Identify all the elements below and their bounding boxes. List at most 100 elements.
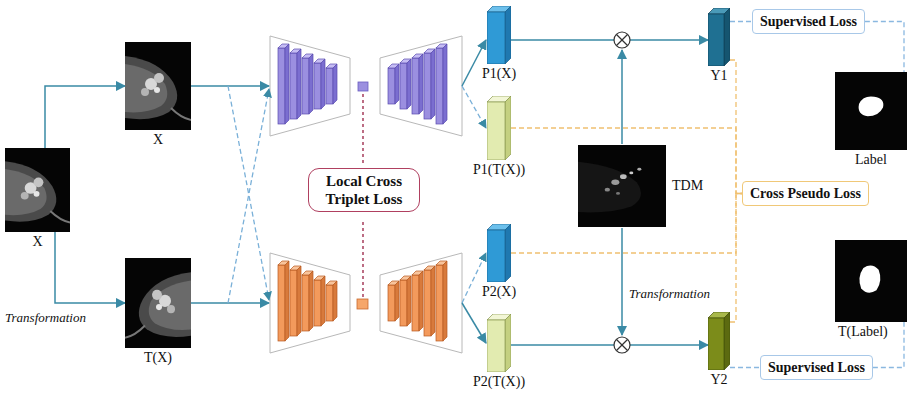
- network-layer-slab: [395, 64, 399, 104]
- network-layer-slab: [278, 48, 285, 124]
- network-layer-slab: [285, 44, 289, 124]
- network-layer-slab: [419, 271, 423, 331]
- decoder-frame: [380, 253, 462, 353]
- loss-name: Supervised Loss: [760, 13, 857, 30]
- mri-image: [835, 240, 907, 322]
- network-layer-slab: [431, 49, 435, 119]
- bottleneck: [358, 82, 368, 91]
- input-arrow: [228, 89, 269, 303]
- network-layer-slab: [290, 53, 297, 119]
- network-layer-slab: [419, 54, 423, 114]
- bottleneck: [357, 299, 368, 309]
- mri-image: [125, 258, 191, 348]
- network-layer-slab: [321, 276, 325, 326]
- feature-bar: [708, 8, 730, 66]
- encoder-frame: [270, 253, 350, 353]
- network-layer-slab: [326, 68, 333, 104]
- panel-label: Y2: [710, 372, 727, 388]
- mri-image: [125, 42, 191, 130]
- image-panel: X: [125, 42, 191, 130]
- network-layer-slab: [309, 271, 313, 331]
- image-panel: X: [5, 148, 70, 232]
- panel-label: X: [153, 132, 163, 148]
- image-panel: TDM: [578, 145, 666, 227]
- feature-map: P1(X): [487, 6, 511, 64]
- output-arrow: [462, 303, 486, 343]
- tdm-arrow: [621, 228, 623, 335]
- mri-image: [578, 145, 666, 227]
- loss-link: [730, 367, 760, 368]
- multiply-symbol: [614, 32, 630, 48]
- network-layer-slab: [424, 270, 431, 336]
- panel-label: T(X): [144, 350, 172, 366]
- loss-name: Cross Pseudo Loss: [750, 185, 861, 202]
- network-layer-slab: [388, 68, 395, 104]
- loss-box: Cross Pseudo Loss: [742, 181, 869, 206]
- input-arrow: [191, 85, 269, 87]
- network-layer-slab: [407, 276, 411, 326]
- network-layer-slab: [407, 59, 411, 109]
- feature-bar: [487, 6, 511, 64]
- triplet-link: [362, 222, 363, 297]
- network-layer-slab: [278, 265, 285, 341]
- network-layer-slab: [388, 285, 395, 321]
- multiply-symbol: [614, 337, 630, 353]
- tdm-arrow: [621, 50, 623, 144]
- feature-bar: [708, 312, 730, 370]
- flow-arrow: [45, 86, 125, 148]
- network-layers: [278, 44, 447, 341]
- network-layer-slab: [309, 54, 313, 114]
- transform-label: Transformation: [629, 286, 710, 302]
- loss-name: Local Cross Triplet Loss: [316, 172, 412, 208]
- panel-label: P2(X): [482, 284, 516, 300]
- network-layer-slab: [431, 266, 435, 336]
- panel-label: Label: [855, 152, 887, 168]
- network-layer-slab: [326, 285, 333, 321]
- image-panel: Label: [835, 72, 907, 150]
- loss-link: [865, 22, 904, 73]
- network-layer-slab: [290, 270, 297, 336]
- image-panel: T(Label): [835, 240, 907, 322]
- feature-bar: [487, 96, 511, 160]
- network-layer-slab: [400, 280, 407, 326]
- loss-name: Supervised Loss: [768, 359, 865, 376]
- flow-arrow: [511, 344, 708, 346]
- network-layer-slab: [297, 266, 301, 336]
- feature-map: P2(T(X)): [487, 314, 511, 372]
- network-layer-slab: [400, 63, 407, 109]
- loss-link: [730, 21, 752, 22]
- input-arrow: [191, 302, 269, 304]
- panel-label: TDM: [672, 178, 703, 194]
- feature-map: P1(T(X)): [487, 96, 511, 160]
- network-layer-slab: [333, 64, 337, 104]
- network-layer-slab: [443, 261, 447, 341]
- mri-image: [835, 72, 907, 150]
- network-layer-slab: [412, 58, 419, 114]
- decoder-frame: [380, 36, 462, 136]
- loss-box: Supervised Loss: [752, 9, 865, 34]
- loss-box: Local Cross Triplet Loss: [308, 168, 420, 212]
- network-layer-slab: [395, 281, 399, 321]
- panel-label: Y1: [710, 68, 727, 84]
- network-layer-slab: [285, 261, 289, 341]
- network-layer-slab: [314, 280, 321, 326]
- network-layer-slab: [436, 48, 443, 124]
- feature-map: Y2: [708, 312, 730, 370]
- loss-box: Supervised Loss: [760, 355, 873, 380]
- feature-map: Y1: [708, 8, 730, 66]
- network-layer-slab: [443, 44, 447, 124]
- panel-label: P1(X): [482, 66, 516, 82]
- network-layer-slab: [321, 59, 325, 109]
- network-layer-slab: [297, 49, 301, 119]
- transform-label: Transformation: [5, 310, 86, 326]
- network-layer-slab: [436, 265, 443, 341]
- network-layer-slab: [302, 275, 309, 331]
- feature-bar: [487, 314, 511, 372]
- panel-label: P2(T(X)): [473, 374, 525, 390]
- feature-map: P2(X): [487, 224, 511, 282]
- encoder-frame: [270, 36, 350, 136]
- network-layer-slab: [412, 275, 419, 331]
- flow-arrow: [55, 232, 125, 303]
- loss-link: [730, 194, 742, 323]
- network-layer-slab: [314, 63, 321, 109]
